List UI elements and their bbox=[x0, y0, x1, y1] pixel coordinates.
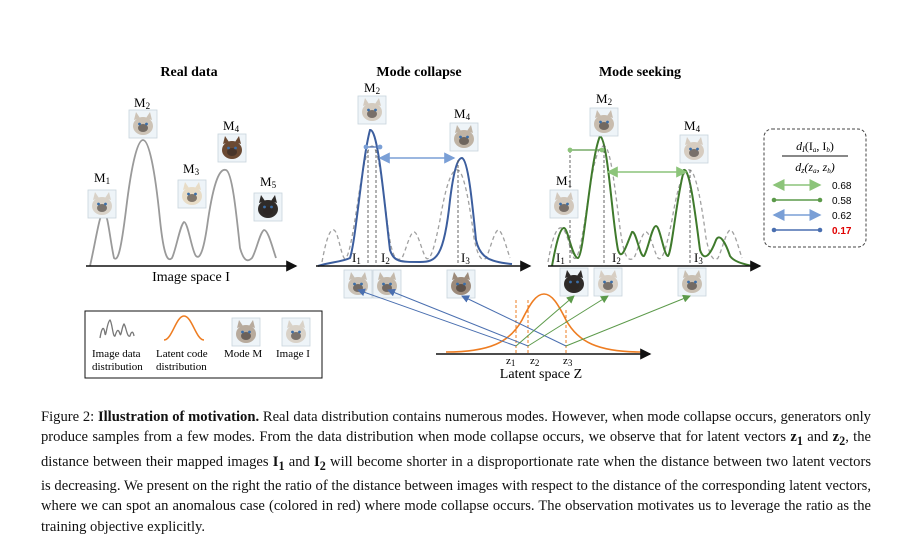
motivation-figure: Real data Image space I M1 M2 M3 M4 M5 M… bbox=[84, 65, 867, 382]
legend-label-mode: Mode M bbox=[224, 348, 262, 360]
collapse-image-label-2: I2 bbox=[381, 250, 390, 266]
cat-thumbnail bbox=[549, 189, 579, 219]
latent-space-panel: z1 z2 z3 Latent space Z bbox=[357, 288, 691, 382]
legend-image-icon bbox=[281, 317, 311, 347]
mode-seeking-panel: Mode seeking M1 M2 M4 I1 I2 I3 bbox=[547, 65, 762, 297]
legend-latent-code-icon bbox=[163, 315, 205, 341]
seeking-reference-curve bbox=[547, 145, 743, 263]
ratio-legend-dot bbox=[817, 227, 823, 233]
real-mode-label-3: M3 bbox=[183, 161, 200, 177]
caption-z1: z1 bbox=[790, 429, 803, 449]
cat-thumbnail bbox=[357, 95, 387, 125]
mode-collapse-title: Mode collapse bbox=[376, 65, 461, 80]
legend-label-latent-2: distribution bbox=[156, 361, 207, 373]
caption-label: Figure 2: bbox=[41, 409, 95, 425]
distance-dot bbox=[363, 144, 369, 150]
cat-thumbnail bbox=[679, 134, 709, 164]
legend-box: Image data distribution Latent code dist… bbox=[84, 310, 323, 379]
cat-thumbnail bbox=[559, 267, 589, 297]
mapping-arrow bbox=[461, 295, 567, 347]
mapping-arrow bbox=[527, 295, 609, 347]
real-data-panel: Real data Image space I M1 M2 M3 M4 M5 bbox=[86, 65, 298, 285]
collapse-image-label-1: I1 bbox=[352, 250, 361, 266]
real-data-curve bbox=[89, 139, 277, 267]
cat-thumbnail bbox=[589, 107, 619, 137]
cat-thumbnail bbox=[177, 179, 207, 209]
ratio-legend-dot bbox=[771, 227, 777, 233]
ratio-legend-dot bbox=[771, 197, 777, 203]
real-mode-label-4: M4 bbox=[223, 118, 240, 134]
legend-label-image: Image I bbox=[276, 348, 310, 360]
mapping-arrow bbox=[357, 288, 517, 347]
collapse-curve bbox=[317, 128, 513, 267]
seeking-curve bbox=[551, 134, 753, 267]
caption-text-1: Real data distribution contains numerous… bbox=[41, 409, 871, 446]
latent-point-label-1: z1 bbox=[506, 355, 515, 368]
seeking-image-label-1: I1 bbox=[556, 250, 565, 266]
cat-thumbnail bbox=[87, 189, 117, 219]
real-mode-label-5: M5 bbox=[260, 174, 277, 190]
latent-point-label-2: z2 bbox=[530, 355, 539, 368]
caption-text-3: will become shorter in a disproportionat… bbox=[41, 453, 872, 535]
latent-space-label: Latent space Z bbox=[500, 367, 582, 382]
cat-thumbnail bbox=[449, 122, 479, 152]
legend-label-latent: Latent code bbox=[156, 348, 208, 360]
real-data-title: Real data bbox=[160, 65, 217, 80]
mapping-arrow bbox=[515, 295, 575, 347]
seeking-image-label-3: I3 bbox=[694, 250, 703, 266]
distance-dot bbox=[599, 147, 605, 153]
legend-label-image-data-2: distribution bbox=[92, 361, 143, 373]
caption-z2: z2 bbox=[832, 429, 846, 449]
mode-seeking-title: Mode seeking bbox=[599, 65, 681, 80]
caption-text-2: , the distance between their mapped imag… bbox=[41, 429, 871, 470]
ratio-value: 0.68 bbox=[832, 181, 852, 192]
collapse-reference-curve bbox=[321, 145, 511, 263]
distance-dot bbox=[567, 147, 573, 153]
cat-thumbnail bbox=[446, 269, 476, 299]
seeking-mode-label-2: M2 bbox=[596, 91, 612, 107]
legend-label-image-data: Image data bbox=[92, 348, 141, 360]
figure-caption: Figure 2: Illustration of motivation. Re… bbox=[41, 407, 871, 537]
real-mode-label-2: M2 bbox=[134, 95, 150, 111]
seeking-image-label-2: I2 bbox=[612, 250, 621, 266]
collapse-mode-label-4: M4 bbox=[454, 106, 471, 122]
caption-and-1: and bbox=[807, 429, 829, 446]
seeking-mode-label-4: M4 bbox=[684, 118, 701, 134]
ratio-numerator: dI(Ia, Ib) bbox=[796, 139, 834, 154]
ratio-denominator: dz(za, zb) bbox=[795, 160, 834, 175]
ratio-value: 0.58 bbox=[832, 196, 852, 207]
cat-thumbnail bbox=[128, 109, 158, 139]
caption-and-2: and bbox=[288, 453, 310, 470]
caption-i1: I1 bbox=[272, 453, 285, 473]
mapping-arrow bbox=[565, 294, 691, 347]
cat-thumbnail bbox=[217, 133, 247, 163]
distance-dot bbox=[377, 144, 383, 150]
ratio-legend-dot bbox=[817, 197, 823, 203]
cat-thumbnail bbox=[677, 267, 707, 297]
collapse-mode-label-2: M2 bbox=[364, 80, 380, 96]
mode-collapse-panel: Mode collapse M2 M4 I1 I2 I3 bbox=[316, 65, 532, 299]
ratio-value: 0.62 bbox=[832, 211, 852, 222]
legend-mode-icon bbox=[231, 317, 261, 347]
ratio-value: 0.17 bbox=[832, 226, 852, 237]
image-space-label: Image space I bbox=[152, 270, 230, 285]
mapping-arrow bbox=[387, 288, 529, 347]
cat-thumbnail bbox=[253, 192, 283, 222]
caption-bold-title: Illustration of motivation. bbox=[97, 409, 260, 425]
caption-i2: I2 bbox=[314, 453, 326, 473]
cat-thumbnail bbox=[593, 267, 623, 297]
legend-image-data-icon bbox=[99, 319, 135, 339]
latent-point-label-3: z3 bbox=[563, 355, 573, 368]
seeking-mode-label-1: M1 bbox=[556, 173, 572, 189]
ratio-legend-box: dI(Ia, Ib) dz(za, zb) 0.68 0.58 0.62 0.17 bbox=[763, 128, 867, 248]
collapse-image-label-3: I3 bbox=[461, 250, 470, 266]
real-mode-label-1: M1 bbox=[94, 170, 110, 186]
